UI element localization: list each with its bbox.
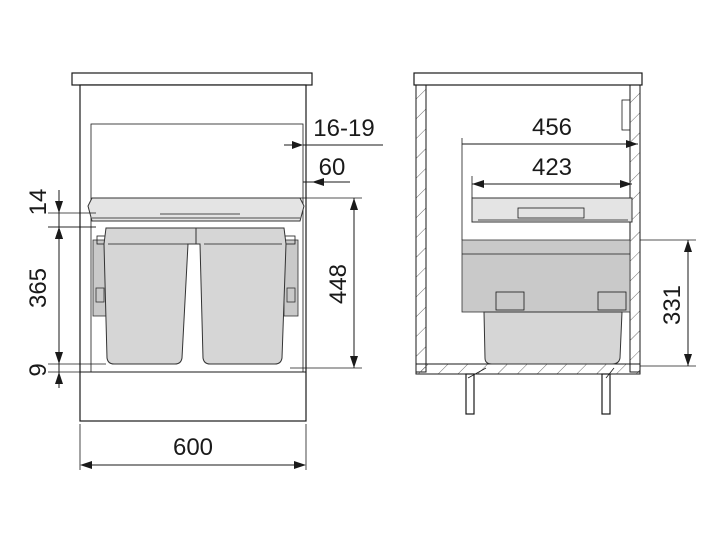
side-wall-bottom <box>415 363 641 375</box>
dimension-423: 423 <box>471 154 632 198</box>
side-worktop <box>413 72 643 86</box>
dim-16-19-label: 16-19 <box>313 115 374 142</box>
side-wall-left <box>415 84 427 373</box>
front-worktop <box>71 72 313 86</box>
dim-600-label: 600 <box>173 434 213 461</box>
side-leg-back <box>601 373 611 415</box>
dimension-width-600: 600 <box>79 424 307 470</box>
dim-9-label: 9 <box>25 363 52 376</box>
dim-60-label: 60 <box>319 154 346 181</box>
side-view: 456 423 331 <box>413 72 696 415</box>
side-frame <box>461 239 631 313</box>
dimension-456: 456 <box>461 114 638 240</box>
side-wall-back <box>629 84 641 373</box>
dim-331-label: 331 <box>659 285 686 325</box>
dimension-9: 9 <box>25 363 80 388</box>
front-bin-right <box>195 227 287 365</box>
side-bin <box>483 311 623 365</box>
front-bin-left <box>103 227 197 365</box>
dim-456-label: 456 <box>532 114 572 141</box>
dimension-60: 60 <box>303 154 350 186</box>
front-lid <box>87 197 305 222</box>
side-leg-front <box>465 373 475 415</box>
front-view: 600 16-19 60 448 <box>25 72 383 470</box>
dimension-331: 331 <box>640 239 696 367</box>
dim-14-label: 14 <box>25 189 52 216</box>
dim-365-label: 365 <box>25 268 52 308</box>
dim-448-label: 448 <box>325 264 352 304</box>
dimension-16-19: 16-19 <box>284 115 383 149</box>
dimension-365: 365 <box>25 226 106 365</box>
dimension-448: 448 <box>290 197 362 369</box>
dim-423-label: 423 <box>532 154 572 181</box>
